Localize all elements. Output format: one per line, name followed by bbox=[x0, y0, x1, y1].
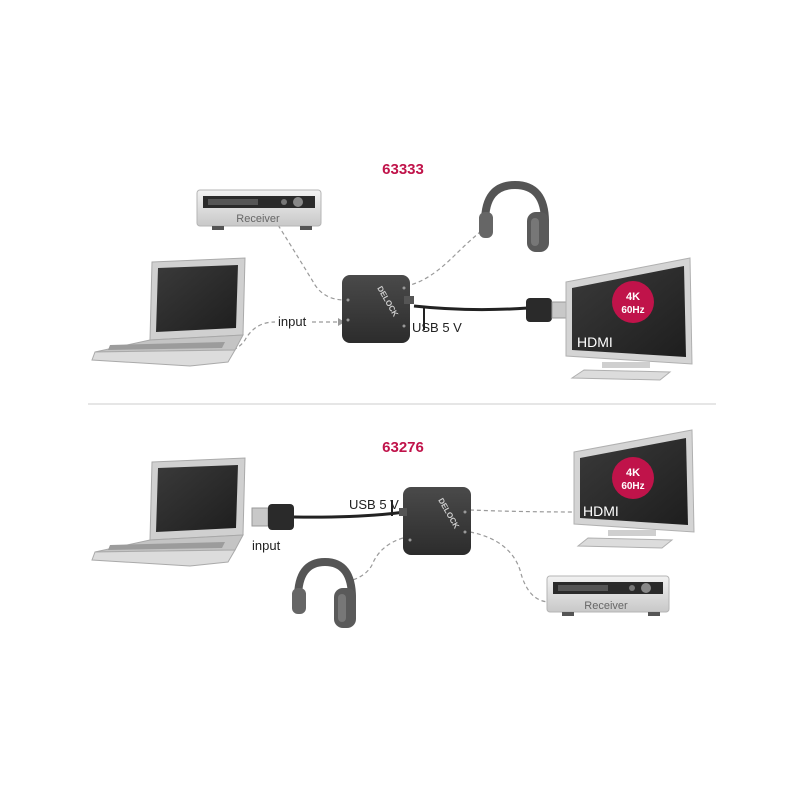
bottom-splitter-box-icon: DELOCK bbox=[399, 487, 471, 555]
top-input-label: input bbox=[278, 314, 307, 329]
bottom-receiver-icon: Receiver bbox=[546, 575, 670, 616]
bottom-receiver-label: Receiver bbox=[584, 600, 628, 612]
bottom-badge-line1: 4K bbox=[626, 467, 640, 479]
bottom-section: 63276 USB 5 V input DELOCK bbox=[91, 429, 695, 628]
top-splitter-box-icon: DELOCK bbox=[342, 275, 414, 343]
top-4k-badge bbox=[612, 281, 654, 323]
bottom-tv-icon: 4K 60Hz HDMI bbox=[573, 429, 695, 549]
bottom-dashed-lines bbox=[344, 509, 581, 603]
top-laptop-link bbox=[199, 321, 276, 361]
top-section: 63333 Receiver bbox=[91, 161, 693, 381]
top-model-number: 63333 bbox=[382, 161, 424, 178]
bottom-badge-line2: 60Hz bbox=[621, 481, 644, 492]
top-hdmi-plug-icon bbox=[526, 298, 569, 322]
bottom-input-label: input bbox=[252, 538, 281, 553]
top-cable bbox=[413, 304, 529, 312]
bottom-receiver-link bbox=[469, 531, 551, 603]
bottom-headphones-icon bbox=[292, 557, 356, 628]
bottom-usb-label: USB 5 V bbox=[349, 497, 399, 512]
top-badge-line1: 4K bbox=[626, 291, 640, 303]
bottom-headphones-link bbox=[344, 537, 404, 583]
bottom-cable bbox=[293, 510, 406, 519]
top-receiver-link bbox=[277, 224, 346, 301]
bottom-hdmi-plug-icon bbox=[251, 504, 294, 530]
top-receiver-icon: Receiver bbox=[196, 189, 322, 230]
top-headphones-icon bbox=[479, 180, 549, 252]
top-laptop-icon bbox=[91, 257, 246, 367]
bottom-tv-label: HDMI bbox=[583, 503, 619, 519]
bottom-4k-badge bbox=[612, 457, 654, 499]
top-tv-label: HDMI bbox=[577, 334, 613, 350]
top-usb-label: USB 5 V bbox=[412, 320, 462, 335]
bottom-model-number: 63276 bbox=[382, 439, 424, 456]
top-receiver-label: Receiver bbox=[236, 213, 280, 225]
bottom-tv-link bbox=[469, 509, 581, 513]
top-tv-icon: 4K 60Hz HDMI bbox=[565, 257, 693, 381]
top-input-arrowhead bbox=[338, 318, 345, 326]
bottom-laptop-icon bbox=[91, 457, 246, 567]
top-badge-line2: 60Hz bbox=[621, 305, 644, 316]
